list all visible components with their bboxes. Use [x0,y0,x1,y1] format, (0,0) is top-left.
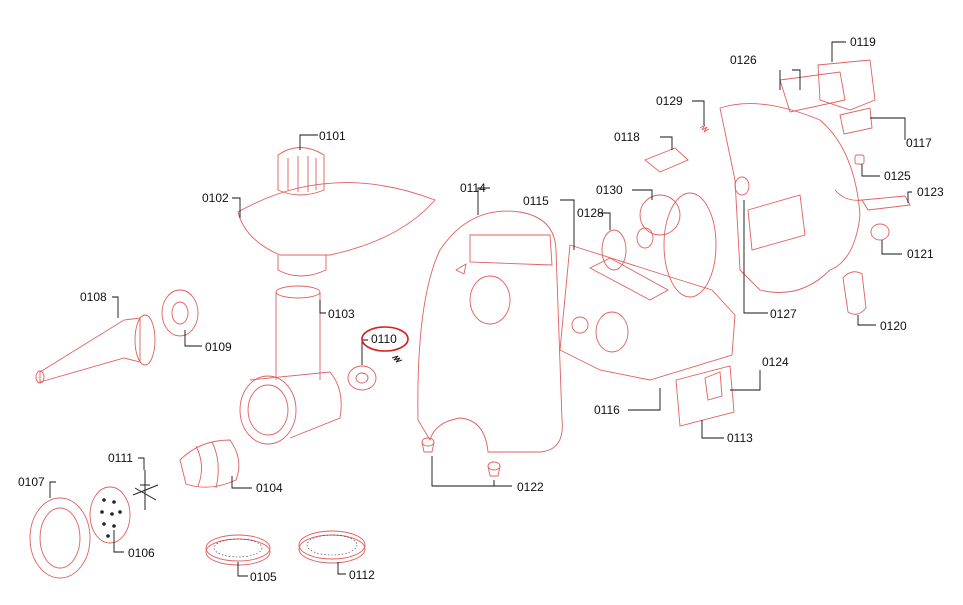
part-0111-blade[interactable] [132,470,159,510]
part-0129-spring[interactable] [699,124,710,133]
label-0129: 0129 [656,94,683,108]
part-0121-strain-relief[interactable] [870,223,890,241]
label-0112: 0112 [349,568,375,582]
part-0119-switch[interactable] [817,59,876,111]
part-0110-coupling[interactable] [347,355,403,391]
part-0118-clip[interactable] [644,147,689,173]
label-0128: 0128 [577,206,604,220]
label-0104: 0104 [256,481,283,495]
part-0105-disc[interactable] [205,534,271,566]
label-0101: 0101 [319,129,346,143]
part-0101-pusher[interactable] [277,147,325,196]
label-0119: 0119 [850,35,876,49]
label-0117: 0117 [906,136,932,150]
label-0107: 0107 [18,475,45,489]
part-0109-adapter[interactable] [161,289,199,337]
part-0113-board[interactable] [675,365,735,427]
label-0103: 0103 [328,307,355,321]
label-0126: 0126 [730,53,757,67]
part-0106-plate[interactable] [89,486,131,544]
label-0115: 0115 [523,194,549,208]
part-0120-rocker[interactable] [842,271,867,315]
part-0114-front-cover[interactable] [417,210,563,453]
part-0112-disc[interactable] [298,530,366,564]
label-0130: 0130 [596,183,623,197]
part-0102-tray[interactable] [237,182,436,277]
part-0117-handle[interactable] [839,107,873,135]
label-0108: 0108 [80,290,107,304]
part-labels: 0101 0102 0103 0104 0105 0106 0107 0108 … [18,35,944,584]
part-0122-feet[interactable] [421,437,501,477]
highlight-ring-0110 [361,326,409,352]
label-0106: 0106 [128,546,155,560]
label-0102: 0102 [202,191,229,205]
label-0120: 0120 [880,319,907,333]
label-0109: 0109 [205,340,232,354]
label-0124: 0124 [762,355,789,369]
part-0126-bracket[interactable] [779,71,846,113]
part-0123-plug[interactable] [834,189,911,211]
part-0128-ring[interactable] [601,229,627,271]
part-0116-chassis[interactable] [559,244,736,381]
part-0108-nozzle[interactable] [35,314,156,384]
part-0130-gear[interactable] [636,192,717,298]
part-0103-neck[interactable] [275,285,321,380]
leader-lines [49,41,912,577]
label-0105: 0105 [250,570,277,584]
part-0125-foot[interactable] [854,154,865,165]
label-0127: 0127 [770,307,797,321]
label-0116: 0116 [594,403,620,417]
label-0111: 0111 [108,451,133,465]
label-0125: 0125 [884,169,911,183]
label-0121: 0121 [907,247,934,261]
part-0104-auger[interactable] [179,439,240,489]
part-0103-housing[interactable] [239,371,342,445]
part-0107-ring-nut[interactable] [29,497,91,579]
label-0110: 0110 [371,332,397,346]
label-0113: 0113 [727,431,753,445]
part-0127-rear-body[interactable] [719,103,861,293]
label-0114: 0114 [460,181,486,195]
label-0118: 0118 [614,130,640,144]
label-0123: 0123 [917,185,944,199]
label-0122: 0122 [517,480,544,494]
